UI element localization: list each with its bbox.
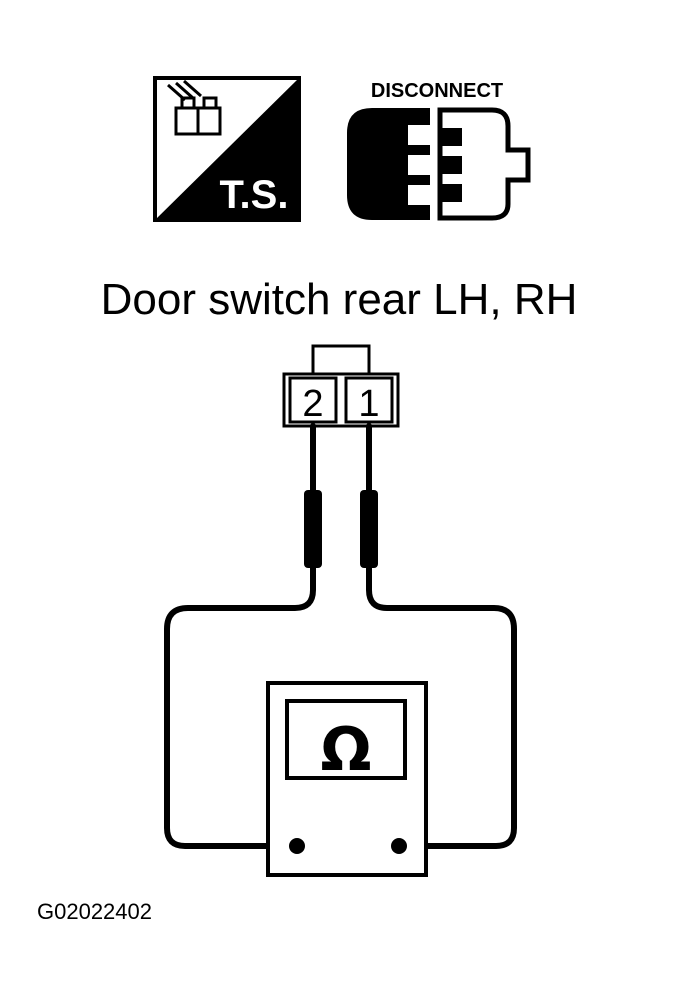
connector-pictogram-icon [167,79,222,136]
ts-label: T.S. [220,173,289,217]
disconnect-icon: DISCONNECT [347,80,531,221]
figure-code: G02022402 [37,899,152,924]
connector-pin-1 [344,376,394,424]
pin-2-label: 2 [302,383,323,425]
meter-terminal-left [289,838,305,854]
ohm-symbol: Ω [320,715,371,785]
diagram-title: Door switch rear LH, RH [101,275,578,324]
connector: 2 1 [282,344,400,428]
pin-1-label: 1 [358,383,379,425]
disconnect-label: DISCONNECT [371,80,503,102]
connector-pin-2 [288,376,338,424]
probe-lead-left [164,423,316,849]
ohmmeter: Ω [266,681,428,877]
ohmmeter-display [285,699,407,780]
probe-handle-left [304,490,322,568]
trouble-shooting-icon: T.S. [153,76,301,222]
probe-lead-right [366,423,517,849]
probe-leads [164,423,517,849]
probe-handle-right [360,490,378,568]
meter-terminal-right [391,838,407,854]
